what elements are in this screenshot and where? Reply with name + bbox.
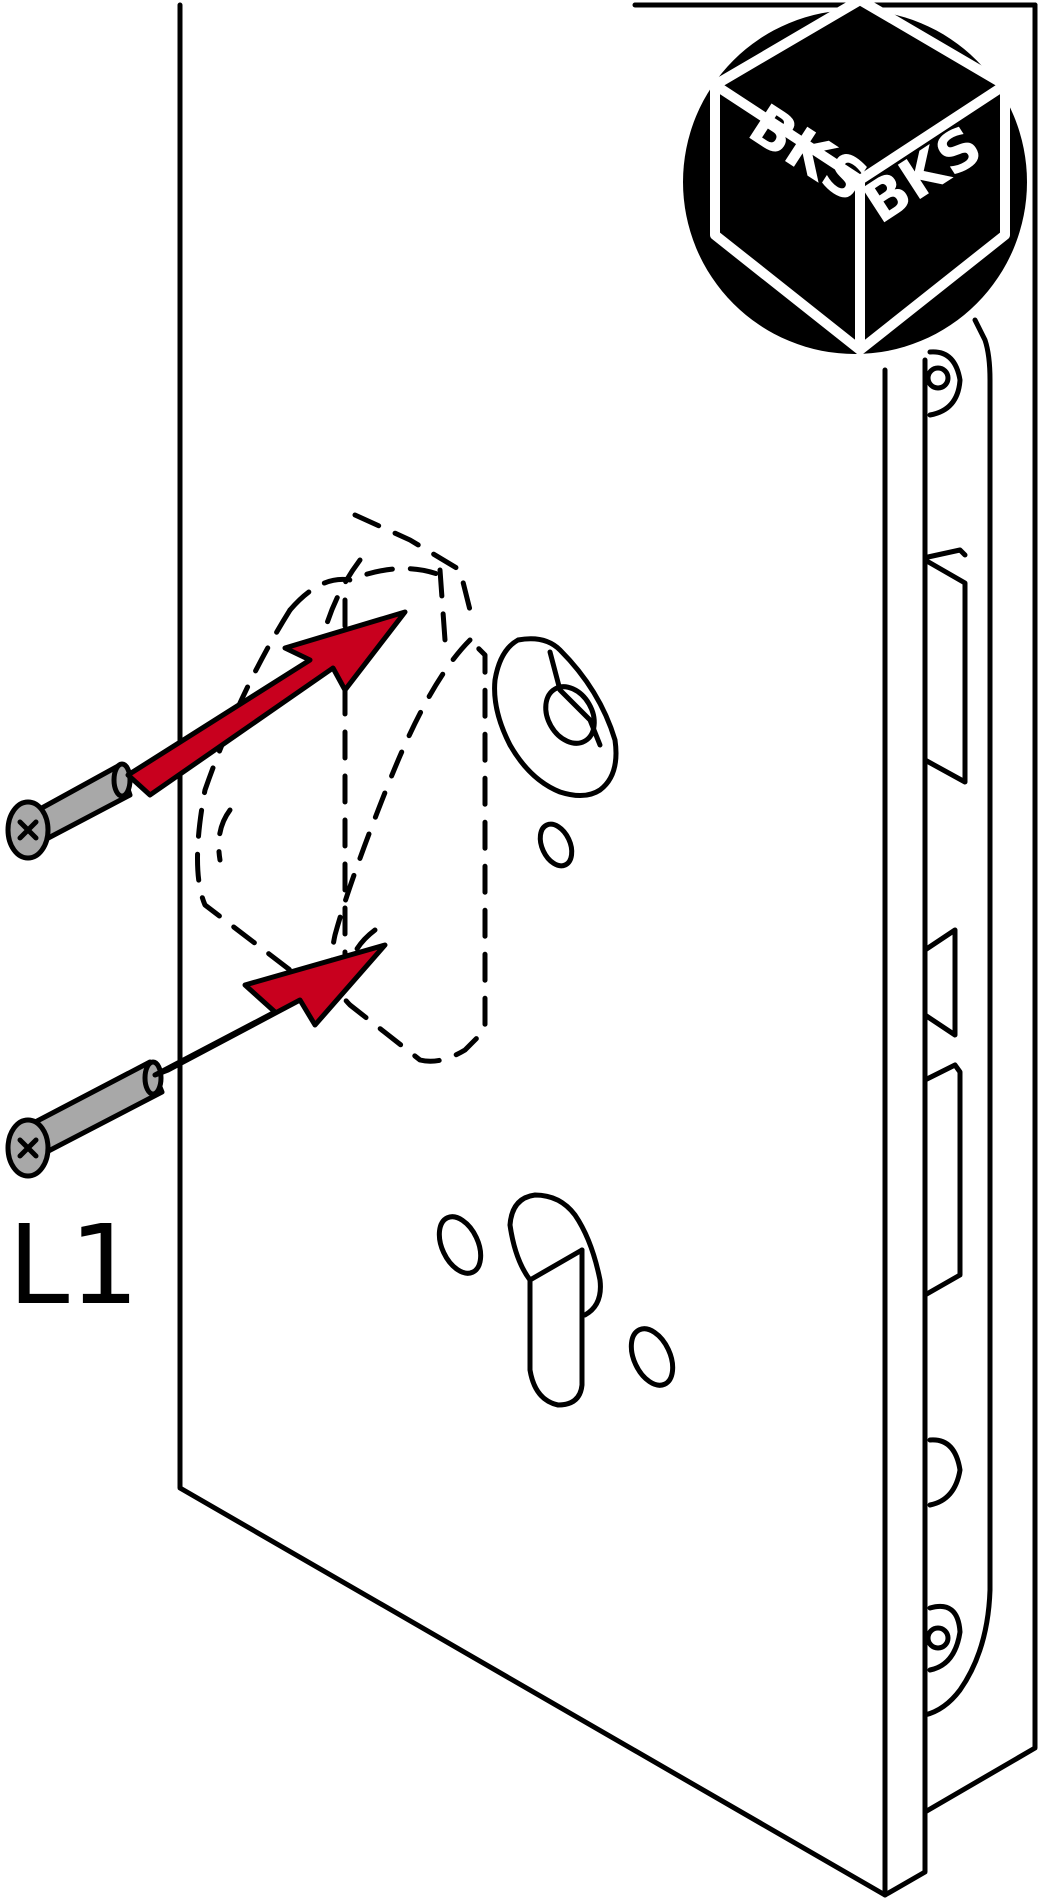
screw-icon (5, 761, 165, 1179)
escutcheon-icon (492, 636, 619, 869)
step-label: L1 (8, 1201, 140, 1329)
door-icon (177, 2, 1038, 1898)
cylinder-escutcheon-icon (436, 1192, 676, 1408)
mortise-lock-icon (922, 317, 993, 1718)
arrow-icon (125, 609, 408, 1078)
bks-logo-icon: BKS BKS (683, 0, 1027, 355)
